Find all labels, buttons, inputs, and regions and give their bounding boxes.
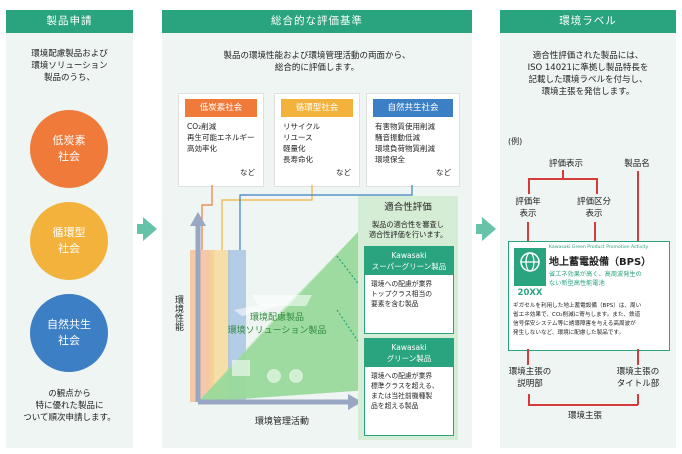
performance-axis-graphic (190, 185, 413, 410)
label-program: Kawasaki Green Product Promotion Activit… (549, 245, 649, 250)
application-intro: 環境配慮製品および 環境ソリューション 製品のうち、 (31, 49, 108, 83)
label-product-name: 地上蓄電設備（BPS） (549, 257, 652, 268)
y-axis-arrowhead (190, 212, 206, 226)
eval-year-label: 評価年表示 (515, 197, 541, 219)
machine-silhouette (232, 360, 250, 376)
x-axis-label: 環境管理活動 (254, 417, 309, 427)
panel-header-label: 環境ラベル (500, 10, 676, 33)
flow-arrow-1-stem (137, 224, 143, 234)
label-claim-body: ギガセルを利用した地上蓄電設備（BPS）は、周い省エネ効果で、CO₂削減に寄与し… (513, 303, 642, 336)
label-year: 20XX (517, 288, 543, 298)
eval-class-label: 評価区分表示 (576, 197, 611, 219)
category-recycling: 循環型社会 リサイクル リユース 軽量化 長寿命化 など (274, 93, 360, 187)
product-application-panel: 製品申請 環境配慮製品および 環境ソリューション 製品のうち、 低炭素社会 循環… (6, 10, 133, 448)
low-carbon-circle: 低炭素社会 (30, 110, 108, 188)
band-yellow (210, 250, 230, 402)
category-low-carbon-title: 低炭素社会 (185, 99, 257, 117)
callout-eval-class (594, 222, 596, 242)
callout-bracket-right (596, 178, 598, 194)
flow-arrow-1 (143, 217, 157, 241)
evaluation-criteria-panel: 総合的な評価基準 製品の環境性能および環境管理活動の両面から、 総合的に評価しま… (162, 10, 472, 448)
callout-eval-year (527, 222, 529, 242)
callout-claim-title (637, 349, 639, 365)
label-intro: 適合性評価された製品には、 ISO 14021に準拠し製品特長を 記載した環境ラ… (527, 51, 649, 97)
claim-bracket-bottom (528, 404, 638, 406)
conformity-desc: 製品の適合性を審査し 適合性評価を行います。 (368, 220, 448, 239)
x-axis-arrowhead (348, 394, 362, 410)
environmental-claim-label: 環境主張 (567, 411, 602, 421)
environmental-label-panel: 環境ラベル 適合性評価された製品には、 ISO 14021に準拠し製品特長を 記… (500, 10, 676, 448)
green-cone-light (198, 232, 368, 402)
ship-silhouette (252, 295, 312, 306)
callout-bracket-left (528, 178, 530, 194)
conformity-title: 適合性評価 (384, 202, 432, 213)
green-product-desc: 環境への配慮が業界標準クラスを超える、または当社前機種製品を超える製品 (371, 372, 439, 410)
flow-arrow-2-stem (476, 224, 482, 234)
environmental-label-card: 20XX Kawasaki Green Product Promotion Ac… (508, 241, 670, 351)
label-logo-box (514, 248, 546, 286)
globe-icon (520, 252, 540, 272)
connector-line-recycling (221, 185, 313, 250)
category-nature-title: 自然共生社会 (373, 99, 453, 117)
claim-desc-label: 環境主張の説明部 (508, 367, 552, 389)
product-overlay-label: 環境配慮製品 環境ソリューション製品 (227, 313, 327, 336)
connector-line-nature (239, 185, 413, 250)
plane-silhouette (234, 302, 280, 316)
product-name-label: 製品名 (624, 159, 650, 169)
leader-line-green (336, 309, 361, 345)
flow-arrow-2 (482, 217, 496, 241)
eval-display-label: 評価表示 (548, 159, 583, 169)
panel-header-application: 製品申請 (6, 10, 133, 33)
callout-bracket-top (528, 178, 598, 180)
label-claim-title: 省エネ効果が高く、高周波発生のない新型高性能電池 (549, 271, 642, 287)
callout-claim-desc (527, 349, 529, 365)
y-axis-label: 環境性能 (173, 295, 183, 331)
super-green-product-desc: 環境への配慮が業界トップクラス相当の要素を含む製品 (371, 280, 433, 308)
callout-bracket-center (562, 170, 564, 178)
recycling-circle: 循環型社会 (30, 202, 108, 280)
motorcycle-wheel-2 (289, 369, 303, 383)
category-recycling-title: 循環型社会 (281, 99, 353, 117)
panel-header-criteria: 総合的な評価基準 (162, 10, 472, 33)
callout-product-name (637, 171, 639, 242)
nature-coexistence-circle: 自然共生社会 (30, 294, 108, 372)
connector-line-low-carbon (201, 185, 213, 250)
claim-bracket-left (528, 394, 530, 405)
application-outro: の観点から 特に優れた製品に ついて順次申請します。 (23, 389, 116, 423)
criteria-intro: 製品の環境性能および環境管理活動の両面から、 総合的に評価します。 (223, 51, 411, 73)
motorcycle-wheel-1 (267, 369, 281, 383)
claim-bracket-right (637, 394, 639, 405)
claim-title-label: 環境主張のタイトル部 (616, 367, 660, 389)
example-label: (例) (508, 137, 523, 146)
category-nature-coexistence: 自然共生社会 有害物質使用削減 騒音振動低減 環境負荷物質削減 環境保全 など (366, 93, 460, 187)
category-low-carbon: 低炭素社会 CO₂削減 再生可能エネルギー 高効率化 など (178, 93, 264, 187)
